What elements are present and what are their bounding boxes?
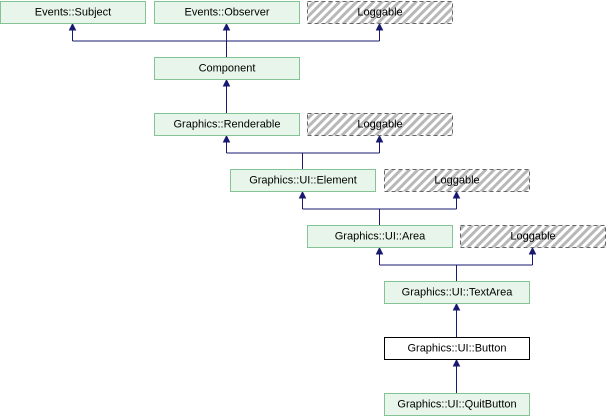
class-node-graphics-ui-textarea[interactable]: Graphics::UI::TextArea xyxy=(384,281,530,304)
class-box xyxy=(154,113,300,136)
arrowhead-icon xyxy=(298,190,307,199)
class-node-graphics-renderable[interactable]: Graphics::Renderable xyxy=(154,113,300,136)
class-box xyxy=(154,57,300,80)
class-label: Loggable xyxy=(510,231,555,243)
arrowhead-icon xyxy=(452,358,461,367)
class-box xyxy=(384,281,530,304)
class-box xyxy=(307,1,453,24)
class-label: Graphics::Renderable xyxy=(173,119,280,131)
inheritance-edge-group-graphics-ui-element xyxy=(222,134,384,169)
class-node-graphics-ui-button: Graphics::UI::Button xyxy=(384,337,530,360)
class-label: Loggable xyxy=(434,175,479,187)
edges-layer xyxy=(68,22,537,393)
class-node-events-observer[interactable]: Events::Observer xyxy=(154,1,300,24)
class-node-component[interactable]: Component xyxy=(154,57,300,80)
class-box xyxy=(0,1,146,24)
class-box xyxy=(230,169,376,192)
inheritance-edge-group-graphics-renderable xyxy=(222,78,231,113)
class-box xyxy=(384,337,530,360)
class-node-graphics-ui-quitbutton[interactable]: Graphics::UI::QuitButton xyxy=(384,393,530,416)
class-node-events-subject[interactable]: Events::Subject xyxy=(0,1,146,24)
inheritance-edge-group-graphics-ui-button xyxy=(452,302,461,337)
class-label: Events::Observer xyxy=(185,7,270,19)
class-node-loggable-3: Loggable xyxy=(384,169,530,192)
class-label: Loggable xyxy=(357,119,402,131)
inheritance-edge-group-graphics-ui-textarea xyxy=(375,246,537,281)
class-label: Graphics::UI::QuitButton xyxy=(397,399,516,411)
class-box xyxy=(384,169,530,192)
arrowhead-icon xyxy=(452,302,461,311)
class-node-loggable-2: Loggable xyxy=(307,113,453,136)
arrowhead-icon xyxy=(375,22,384,31)
inheritance-edge-group-graphics-ui-quitbutton xyxy=(452,358,461,393)
class-label: Events::Subject xyxy=(35,7,111,19)
inheritance-edge-group-graphics-ui-area xyxy=(298,190,461,225)
arrowhead-icon xyxy=(375,134,384,143)
arrowhead-icon xyxy=(452,190,461,199)
class-box xyxy=(154,1,300,24)
arrowhead-icon xyxy=(222,78,231,87)
arrowhead-icon xyxy=(222,134,231,143)
class-node-graphics-ui-element[interactable]: Graphics::UI::Element xyxy=(230,169,376,192)
class-label: Loggable xyxy=(357,7,402,19)
arrowhead-icon xyxy=(528,246,537,255)
class-label: Graphics::UI::Area xyxy=(335,231,426,243)
class-label: Graphics::UI::TextArea xyxy=(402,287,514,299)
class-label: Graphics::UI::Element xyxy=(249,175,357,187)
arrowhead-icon xyxy=(222,22,231,31)
class-label: Component xyxy=(199,63,256,75)
class-node-loggable-4: Loggable xyxy=(460,225,606,248)
inheritance-edge-group-component xyxy=(68,22,384,57)
class-label: Graphics::UI::Button xyxy=(407,343,506,355)
class-node-loggable-1: Loggable xyxy=(307,1,453,24)
arrowhead-icon xyxy=(375,246,384,255)
class-node-graphics-ui-area[interactable]: Graphics::UI::Area xyxy=(307,225,453,248)
class-box xyxy=(307,225,453,248)
arrowhead-icon xyxy=(68,22,77,31)
class-box xyxy=(307,113,453,136)
